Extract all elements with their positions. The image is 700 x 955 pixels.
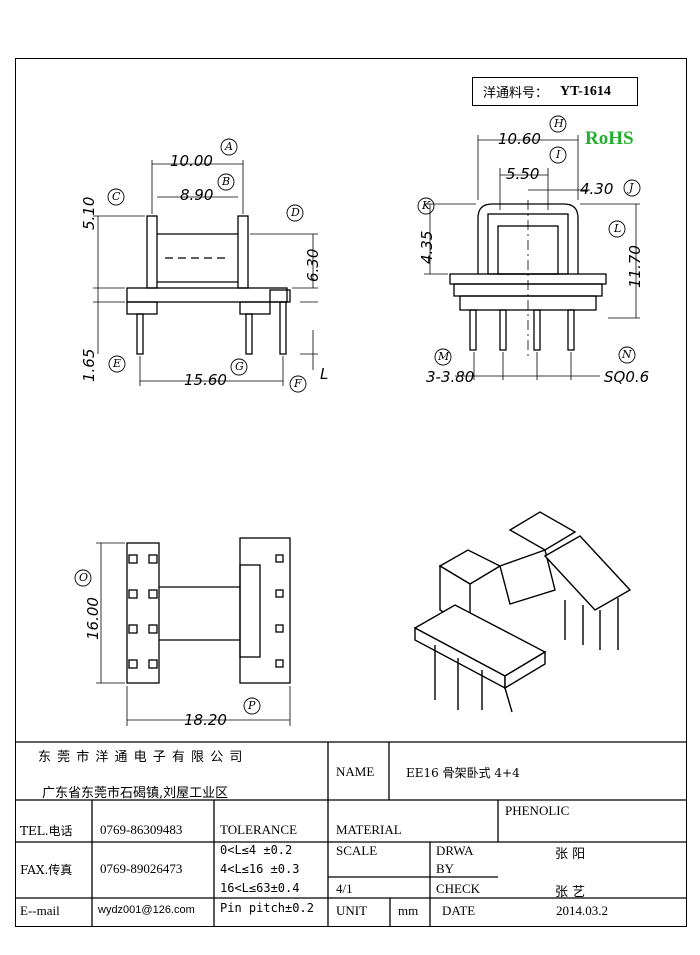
callout-h: H [554,117,564,130]
tel-label: TEL.电话 [20,824,73,838]
dim-h: 10.60 [498,130,541,148]
front-view [93,160,318,386]
check-label: CHECK [436,881,481,896]
callout-k: K [422,199,431,212]
dim-g: 15.60 [184,371,227,389]
callout-a: A [225,140,233,153]
company-address: 广东省东莞市石碣镇,刘屋工业区 [42,786,229,801]
front-pin-left [136,313,144,355]
date-value: 2014.03.2 [556,903,608,918]
tolerance-row-4: Pin pitch±0.2 [220,901,314,915]
callout-j: J [629,181,634,194]
callout-l: L [614,222,622,235]
scale-label: SCALE [336,843,378,858]
dim-i: 5.50 [506,165,540,183]
tolerance-label: TOLERANCE [220,822,298,837]
name-value: EE16 骨架卧式 4+4 [406,766,520,780]
tolerance-row-3: 16<L≤63±0.4 [220,881,300,895]
dim-b: 8.90 [180,186,214,204]
tolerance-row-1: 0<L≤4 ±0.2 [220,843,293,857]
dim-p: 18.20 [184,711,227,729]
callout-d: D [291,206,300,219]
callout-g: G [235,360,244,373]
email-value: wydz001@126.com [98,904,195,916]
callout-e: E [113,357,122,370]
material-label: MATERIAL [336,822,402,837]
name-label: NAME [336,764,375,779]
drawn-label-1: DRWA [436,843,474,858]
fax-label: FAX.传真 [20,863,73,877]
top-view [96,537,291,726]
dim-a: 10.00 [170,152,213,170]
callout-p: P [248,699,256,712]
material-value: PHENOLIC [505,803,570,818]
tolerance-row-2: 4<L≤16 ±0.3 [220,862,300,876]
top-pin-tabs [128,554,284,669]
drawing-frame [15,58,687,927]
dim-l-letter: L [320,365,329,383]
top-left-flange [126,542,160,684]
unit-label: UNIT [336,903,368,918]
rohs-mark: RoHS [585,128,634,149]
part-number-box: 洋通料号： YT-1614 [472,77,638,106]
company-name: 东 莞 市 洋 通 电 子 有 限 公 司 [38,750,244,765]
callout-i: I [556,148,561,161]
check-value: 张 艺 [555,885,586,900]
front-base [126,287,288,303]
email-label: E--mail [20,903,60,918]
dim-j: 4.30 [580,180,614,198]
side-view [424,135,640,380]
dim-n: SQ0.6 [604,368,650,386]
part-number-value: YT-1614 [560,83,611,99]
drawn-value: 张 阳 [555,847,586,862]
dim-m: 3-3.80 [426,368,475,386]
drawn-label-2: BY [436,861,455,876]
scale-value: 4/1 [336,881,353,896]
callout-m: M [438,350,450,363]
isometric-view [413,511,632,713]
callout-b: B [222,175,231,188]
callout-c: C [112,190,121,203]
part-number-label: 洋通料号： [483,86,549,101]
tel-value: 0769-86309483 [100,822,183,837]
callout-o: O [79,571,89,584]
callout-f: F [294,377,302,390]
callout-n: N [622,348,632,361]
fax-value: 0769-89026473 [100,861,183,876]
unit-value: mm [398,903,419,918]
front-pin-right [279,301,287,355]
date-label: DATE [442,903,476,918]
title-block-grid [15,741,687,927]
